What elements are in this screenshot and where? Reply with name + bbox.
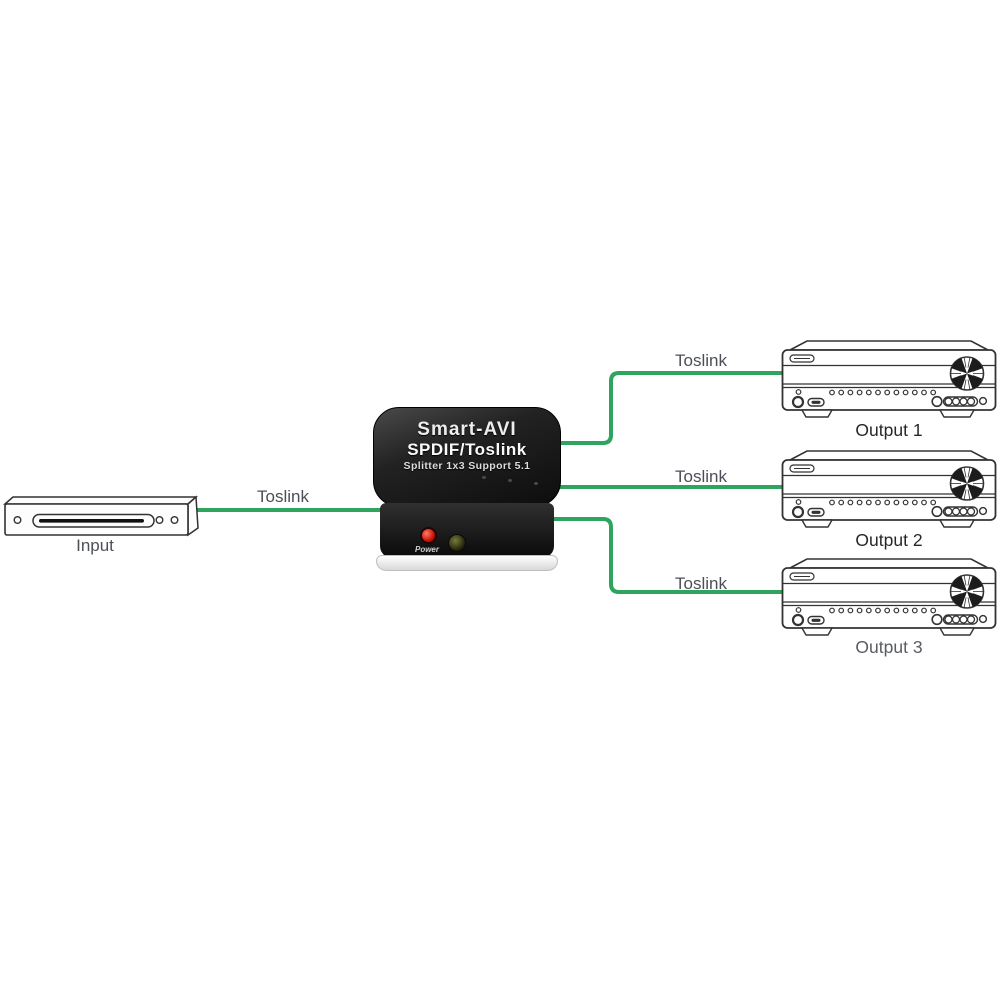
toslink-cable-output3 — [552, 517, 783, 594]
input-button-icon — [155, 516, 164, 525]
input-label: Input — [76, 536, 114, 555]
input-button-icon — [170, 516, 179, 525]
splitter-front-face: Power — [380, 503, 554, 558]
splitter-device: Smart-AVI SPDIF/Toslink Splitter 1x3 Sup… — [370, 405, 564, 572]
output-device-3 — [781, 556, 997, 638]
splitter-top-face: Smart-AVI SPDIF/Toslink Splitter 1x3 Sup… — [373, 407, 561, 507]
output2-label: Output 2 — [855, 530, 923, 550]
disc-slot-opening — [39, 519, 144, 523]
input-button-icon — [13, 516, 22, 525]
output1-label: Output 1 — [855, 420, 923, 440]
toslink-label-input: Toslink — [257, 487, 309, 506]
toslink-cable-output1 — [552, 371, 783, 445]
input-top-face — [3, 496, 198, 505]
power-led-icon — [420, 527, 437, 544]
splitter-brand-logo: Smart-AVI — [417, 419, 517, 440]
toslink-label-output3: Toslink — [675, 574, 727, 593]
splitter-model-name: SPDIF/Toslink — [407, 440, 527, 459]
output-device-1 — [781, 338, 997, 420]
output-device-2 — [781, 448, 997, 530]
output3-label: Output 3 — [855, 637, 923, 657]
toslink-label-output2: Toslink — [675, 467, 727, 486]
ir-sensor-icon — [448, 534, 466, 552]
toslink-label-output1: Toslink — [675, 351, 727, 370]
input-device-drawing — [3, 495, 199, 537]
input-side-face — [187, 495, 199, 537]
indicator-led-icon — [534, 482, 538, 485]
splitter-base — [376, 555, 558, 571]
indicator-led-icon — [482, 476, 486, 479]
indicator-led-icon — [508, 479, 512, 482]
power-led-label: Power — [414, 545, 439, 554]
splitter-subtitle: Splitter 1x3 Support 5.1 — [403, 460, 531, 472]
